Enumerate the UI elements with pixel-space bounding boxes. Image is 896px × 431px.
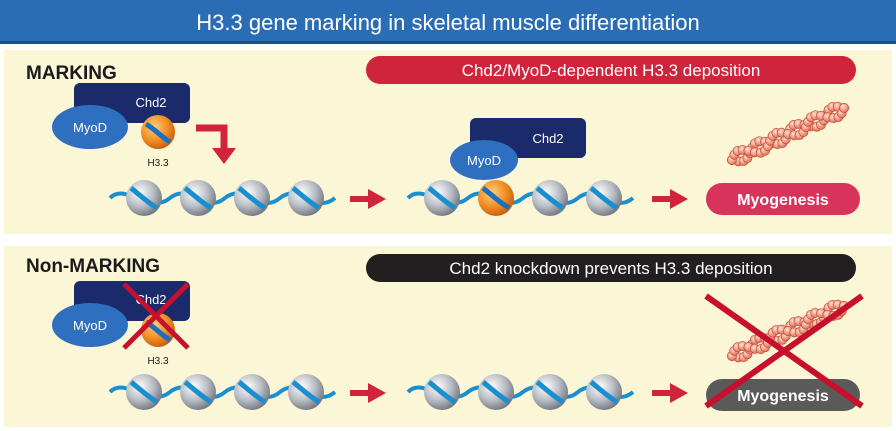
h3-3-histone-icon (478, 180, 514, 216)
dna-strand-left (108, 374, 337, 410)
nucleosome-icon (424, 180, 460, 216)
deposition-arrow-icon (196, 124, 236, 164)
nucleosome-icon (180, 180, 216, 216)
nucleosome-icon (586, 374, 622, 410)
nucleosome-icon (532, 180, 568, 216)
nucleosome-icon (288, 180, 324, 216)
marking-heading: MARKING (26, 63, 117, 84)
nucleosome-icon (126, 374, 162, 410)
cross-out-icon (704, 293, 864, 409)
fiber-bead (839, 103, 849, 113)
non-marking-banner (366, 254, 856, 282)
nucleosome-icon (424, 374, 460, 410)
non-marking-heading: Non-MARKING (26, 256, 160, 277)
myod-label: MyoD (73, 120, 107, 135)
myod-label: MyoD (467, 153, 501, 168)
arrow-icon (350, 383, 386, 403)
figure-title: H3.3 gene marking in skeletal muscle dif… (196, 10, 699, 35)
myogenesis-label: Myogenesis (737, 388, 829, 405)
dna-strand-middle (406, 374, 635, 410)
myogenesis-label: Myogenesis (737, 192, 829, 209)
nucleosome-icon (532, 374, 568, 410)
marking-banner-text: Chd2/MyoD-dependent H3.3 deposition (462, 61, 761, 80)
nucleosome-icon (478, 374, 514, 410)
myogenesis-badge (706, 183, 860, 215)
chd2-myod-complex-knockdown: Chd2 MyoD H3.3 (52, 281, 190, 367)
nucleosome-icon (586, 180, 622, 216)
h3-3-label: H3.3 (147, 158, 169, 169)
non-marking-banner-text: Chd2 knockdown prevents H3.3 deposition (449, 259, 772, 278)
myod-protein (52, 303, 128, 347)
myod-protein (52, 105, 128, 149)
arrow-icon (652, 383, 688, 403)
chd2-myod-complex-bound: Chd2 MyoD (450, 118, 586, 180)
title-bar (0, 0, 896, 44)
chd2-label: Chd2 (135, 95, 166, 110)
chd2-myod-complex: Chd2 MyoD H3.3 (52, 83, 190, 169)
muscle-fiber-icon (727, 101, 849, 167)
nucleosome-icon (180, 374, 216, 410)
dna-strand-middle (406, 180, 635, 216)
h3-3-histone-icon (141, 115, 175, 149)
dna-strand-left (108, 180, 337, 216)
nucleosome-icon (234, 180, 270, 216)
myod-protein (450, 140, 518, 180)
h3-3-label: H3.3 (147, 356, 169, 367)
cross-out-icon (122, 282, 190, 350)
chd2-label: Chd2 (532, 131, 563, 146)
nucleosome-icon (234, 374, 270, 410)
marking-banner (366, 56, 856, 84)
arrow-icon (652, 189, 688, 209)
arrow-icon (350, 189, 386, 209)
myogenesis-badge-blocked (706, 379, 860, 411)
nucleosome-icon (288, 374, 324, 410)
myod-label: MyoD (73, 318, 107, 333)
nucleosome-icon (126, 180, 162, 216)
